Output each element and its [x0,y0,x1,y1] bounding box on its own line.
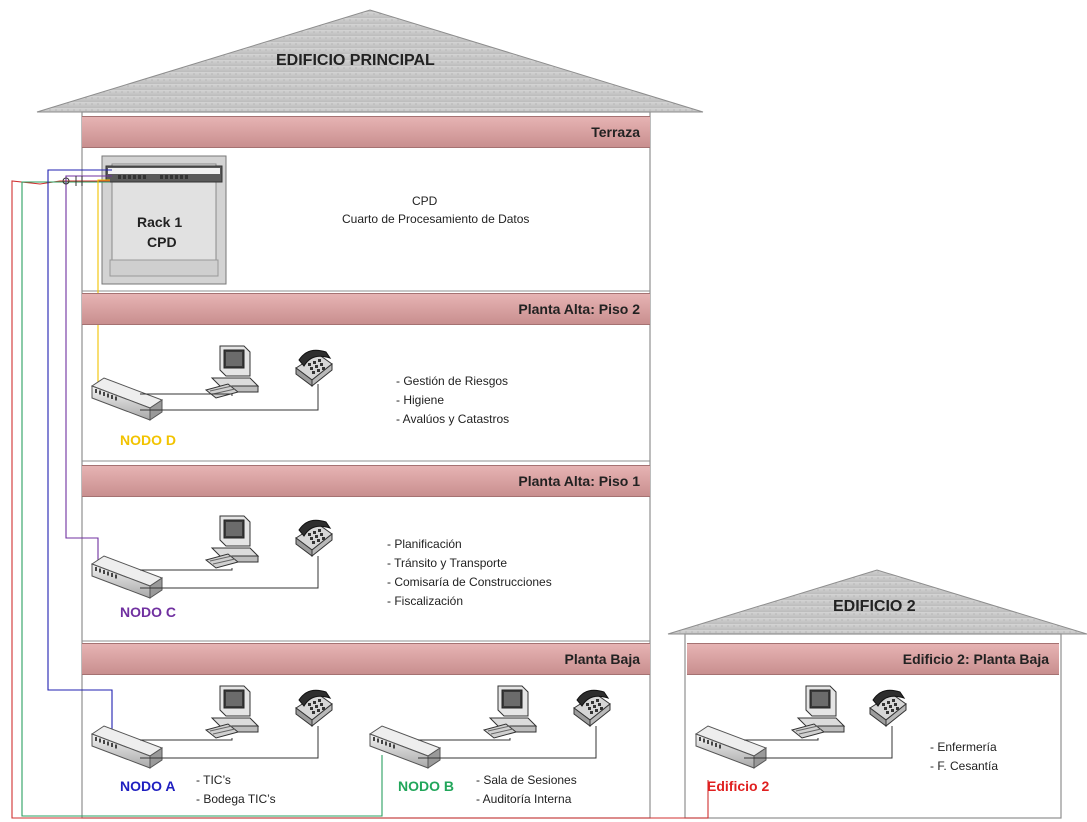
floor-title-piso1: Planta Alta: Piso 1 [518,473,640,489]
area-item: - Auditoría Interna [476,792,572,806]
area-item: - F. Cesantía [930,759,999,773]
cable-red [11,180,709,819]
floor-bar-piso1: Planta Alta: Piso 1 [82,465,650,497]
areas-nodo-d: - Gestión de Riesgos - Higiene - Avalúos… [396,372,509,429]
area-item: - Enfermería [930,740,997,754]
cpd-title: CPD [412,194,438,208]
nodo-d-label: NODO D [120,432,176,448]
area-item: - Bodega TIC’s [196,792,276,806]
building2-title: EDIFICIO 2 [833,598,916,615]
cable-blue [47,169,113,750]
floor-bar-piso2: Planta Alta: Piso 2 [82,293,650,325]
floor-bar-terraza: Terraza [82,116,650,148]
floor-title-edificio2: Edificio 2: Planta Baja [902,651,1049,667]
cable-purple [65,175,112,560]
floor-bar-planta-baja: Planta Baja [82,643,650,675]
rack-label: Rack 1 [137,214,183,230]
nodo-c-label: NODO C [120,604,176,620]
nodo-a-label: NODO A [120,778,176,794]
rack-sublabel: CPD [147,234,177,250]
floor-title-terraza: Terraza [591,124,640,140]
cpd-subtitle: Cuarto de Procesamiento de Datos [342,212,530,226]
cables [11,169,709,819]
area-item: - Planificación [387,537,462,551]
area-item: - Avalúos y Catastros [396,412,510,426]
cable-junction [62,176,83,186]
area-item: - Fiscalización [387,594,464,608]
area-item: - Tránsito y Transporte [387,556,508,570]
floor-bar-edificio2: Edificio 2: Planta Baja [687,643,1059,675]
area-item: - Gestión de Riesgos [396,374,509,388]
main-building-title: EDIFICIO PRINCIPAL [276,52,435,69]
floor-title-planta-baja: Planta Baja [564,651,640,667]
areas-nodo-c: - Planificación - Tránsito y Transporte … [387,535,552,611]
area-item: - Comisaría de Construcciones [387,575,552,589]
rack-cabinet [101,155,227,285]
floor-title-piso2: Planta Alta: Piso 2 [518,301,640,317]
area-item: - TIC’s [196,773,231,787]
areas-nodo-b: - Sala de Sesiones - Auditoría Interna [476,771,577,809]
area-item: - Sala de Sesiones [476,773,577,787]
cable-green [21,181,383,817]
edificio2-node-label: Edificio 2 [707,778,770,794]
areas-nodo-a: - TIC’s - Bodega TIC’s [196,771,276,809]
nodo-b-label: NODO B [398,778,454,794]
areas-edificio2: - Enfermería - F. Cesantía [930,738,998,776]
area-item: - Higiene [396,393,445,407]
